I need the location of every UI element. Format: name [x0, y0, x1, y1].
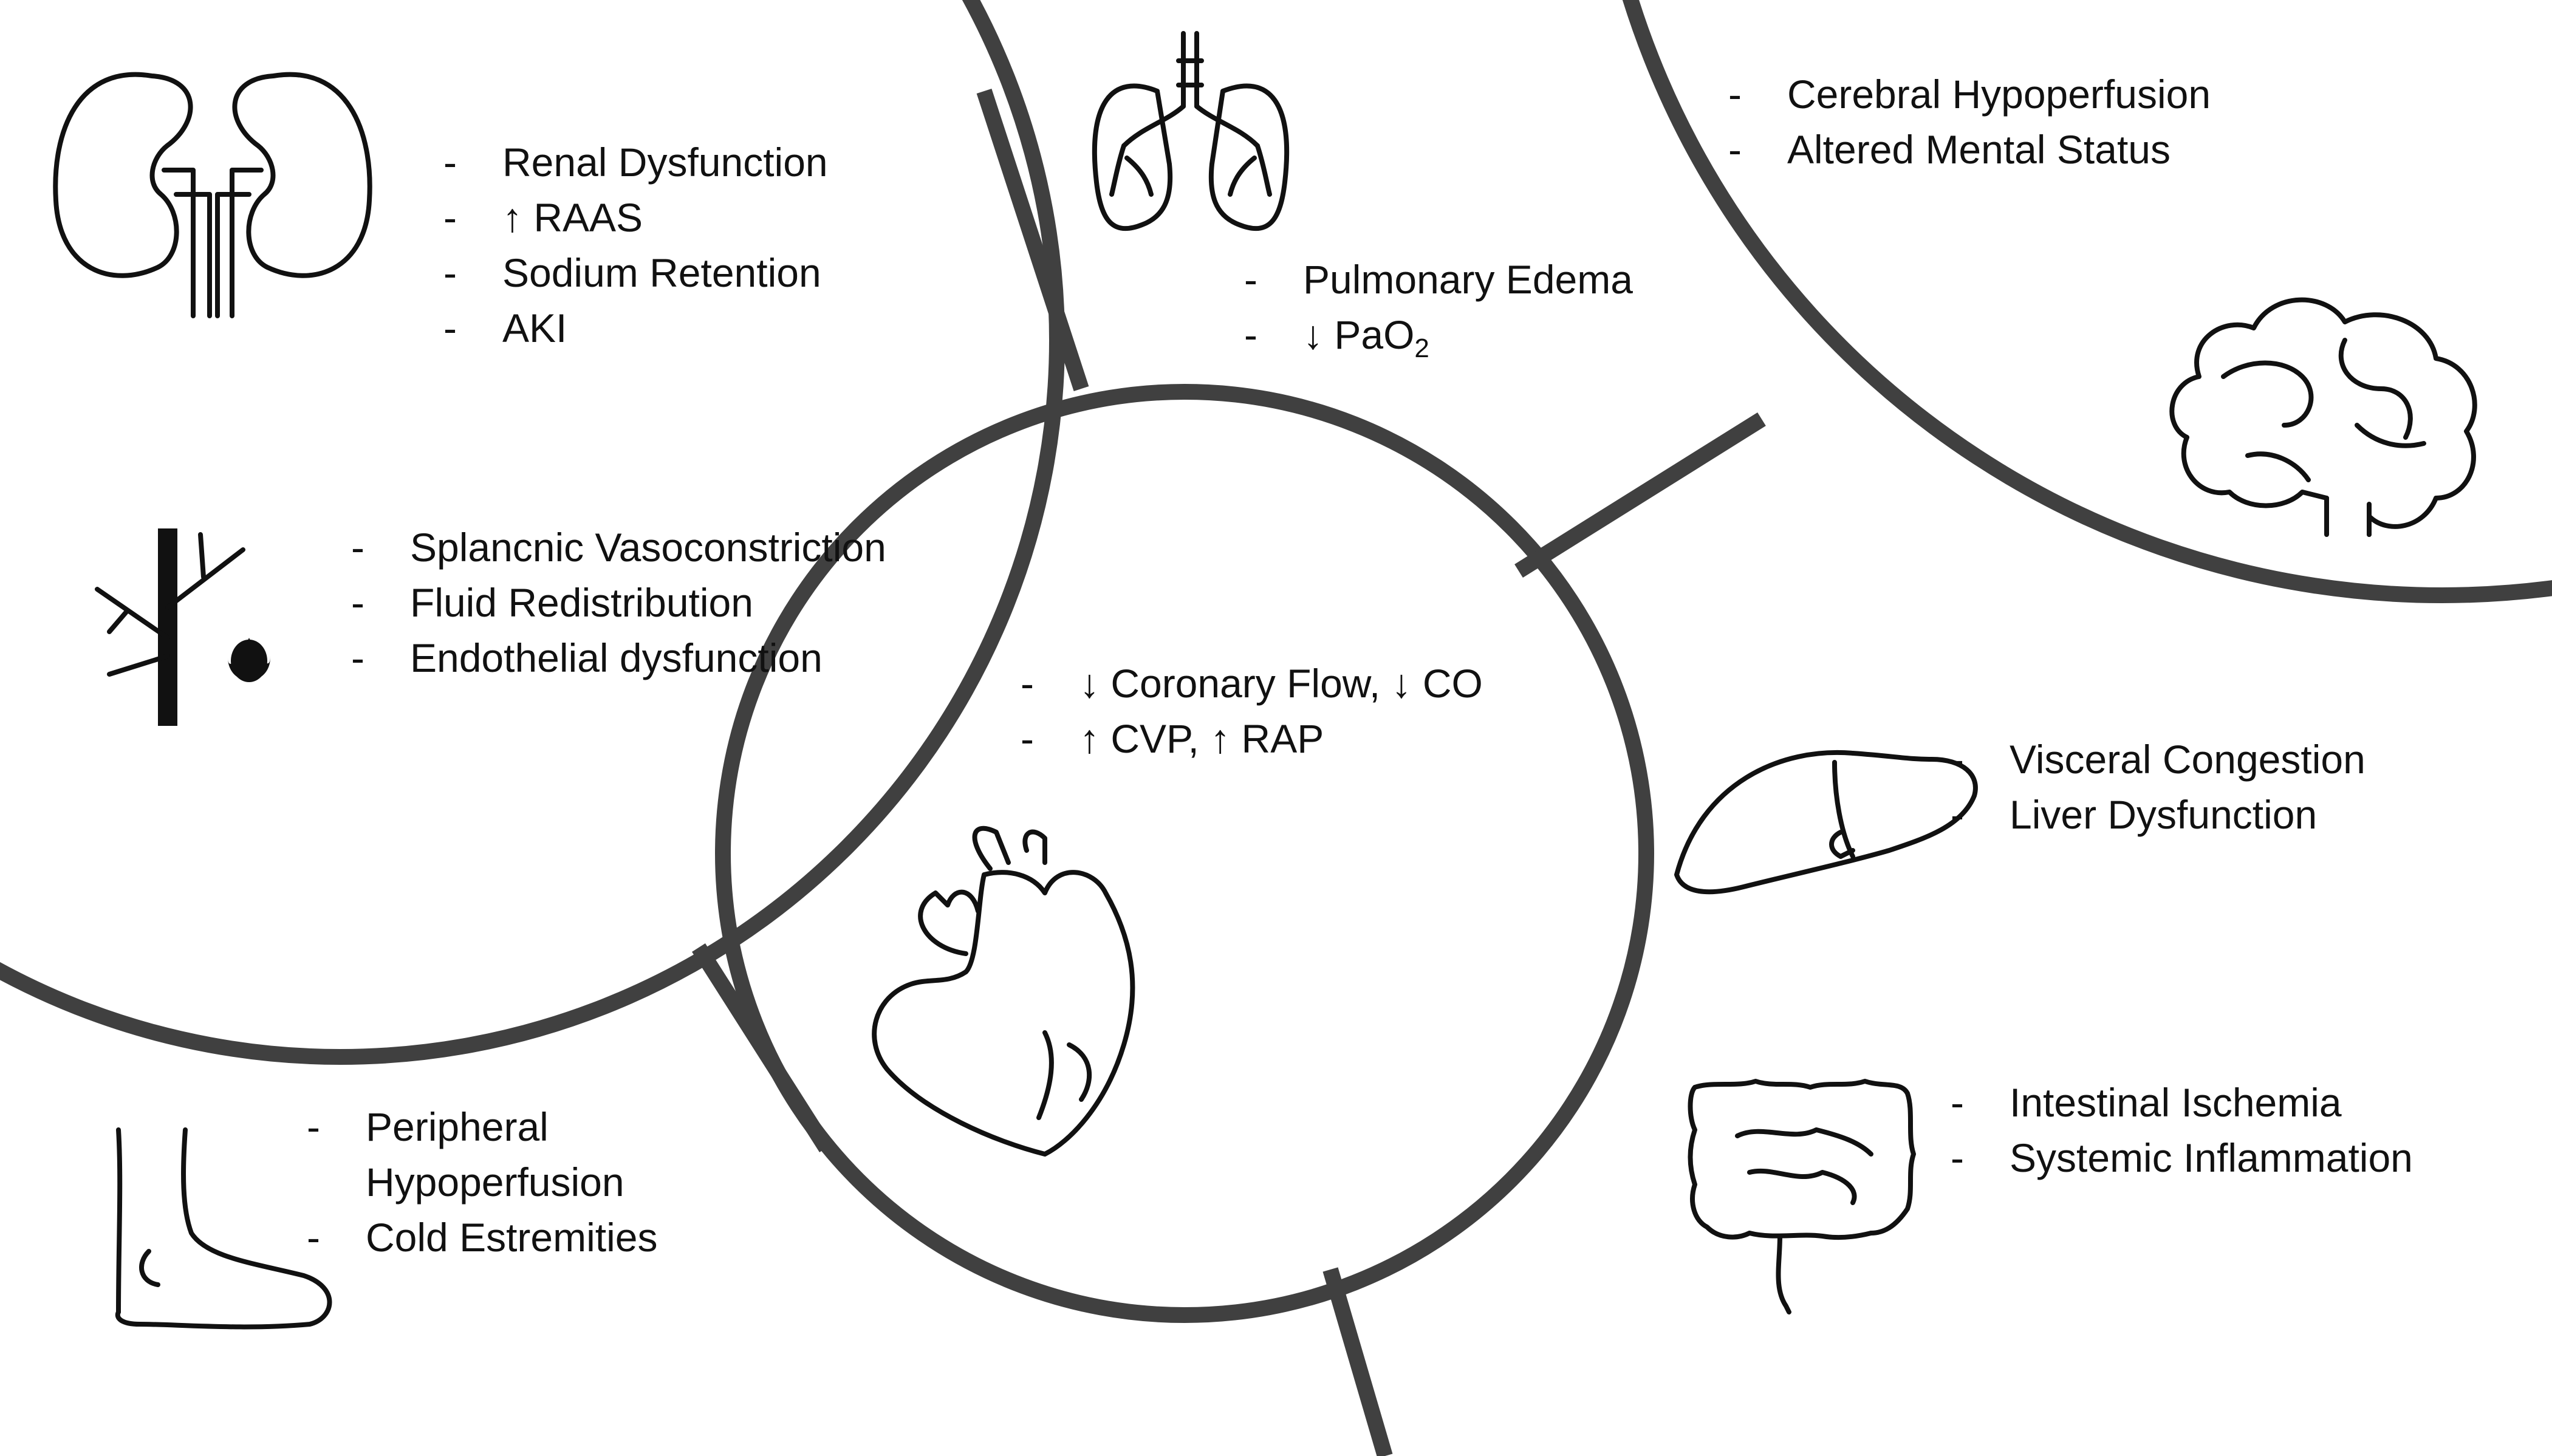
foot-effect-text-cont: Hypoperfusion	[366, 1160, 624, 1205]
brain-effects-list: Cerebral Hypoperfusion Altered Mental St…	[1728, 67, 2211, 177]
liver-effects-list: Visceral Congestion Liver Dysfunction	[1951, 732, 2366, 842]
lungs-effect-item: ↓ PaO2	[1244, 307, 1633, 376]
liver-effect-item: Visceral Congestion	[1951, 732, 2366, 787]
lungs-effect-subscript: 2	[1414, 333, 1429, 364]
vessel-effect-item: Splancnic Vasoconstriction	[351, 520, 886, 575]
kidney-effect-item: Renal Dysfunction	[443, 135, 828, 190]
kidney-effect-item: Sodium Retention	[443, 245, 828, 301]
lungs-icon	[1092, 31, 1290, 231]
kidney-region-arc	[0, 0, 1065, 1065]
lungs-effects-list: Pulmonary Edema ↓ PaO2	[1244, 252, 1633, 376]
connector-bottom	[1322, 1267, 1393, 1456]
lungs-effect-text: ↓ PaO	[1303, 312, 1415, 357]
kidneys-icon	[53, 72, 372, 318]
intestine-effect-item: Systemic Inflammation	[1951, 1130, 2413, 1186]
brain-region-arc	[1623, 0, 2552, 603]
blood-vessel-icon	[95, 528, 270, 726]
brain-effect-item: Cerebral Hypoperfusion	[1728, 67, 2211, 122]
connector-right	[1514, 412, 1766, 578]
kidney-effect-item: AKI	[443, 301, 828, 356]
heart-effects-list: ↓ Coronary Flow, ↓ CO ↑ CVP, ↑ RAP	[1021, 656, 1483, 767]
intestine-icon	[1688, 1079, 1916, 1314]
brain-icon	[2169, 297, 2477, 537]
intestine-effect-item: Intestinal Ischemia	[1951, 1075, 2413, 1130]
liver-effect-item: Liver Dysfunction	[1951, 787, 2366, 842]
foot-icon	[115, 1127, 332, 1330]
lungs-effect-item: Pulmonary Edema	[1244, 252, 1633, 307]
brain-effect-item: Altered Mental Status	[1728, 122, 2211, 177]
connector-left-bottom	[692, 943, 833, 1152]
foot-effect-text: Peripheral	[366, 1104, 549, 1149]
connector-top	[976, 88, 1089, 392]
heart-effect-item: ↓ Coronary Flow, ↓ CO	[1021, 656, 1483, 711]
foot-effect-item: Cold Estremities	[307, 1210, 657, 1265]
heart-effect-item: ↑ CVP, ↑ RAP	[1021, 711, 1483, 767]
liver-icon	[1674, 750, 1978, 895]
vessel-effect-item: Endothelial dysfunction	[351, 631, 886, 686]
kidney-effect-item: ↑ RAAS	[443, 190, 828, 245]
vessel-effects-list: Splancnic Vasoconstriction Fluid Redistr…	[351, 520, 886, 686]
kidney-effects-list: Renal Dysfunction ↑ RAAS Sodium Retentio…	[443, 135, 828, 356]
heart-icon	[872, 825, 1135, 1157]
heart-region-ring	[715, 384, 1654, 1323]
vessel-effect-item: Fluid Redistribution	[351, 575, 886, 631]
intestine-effects-list: Intestinal Ischemia Systemic Inflammatio…	[1951, 1075, 2413, 1186]
